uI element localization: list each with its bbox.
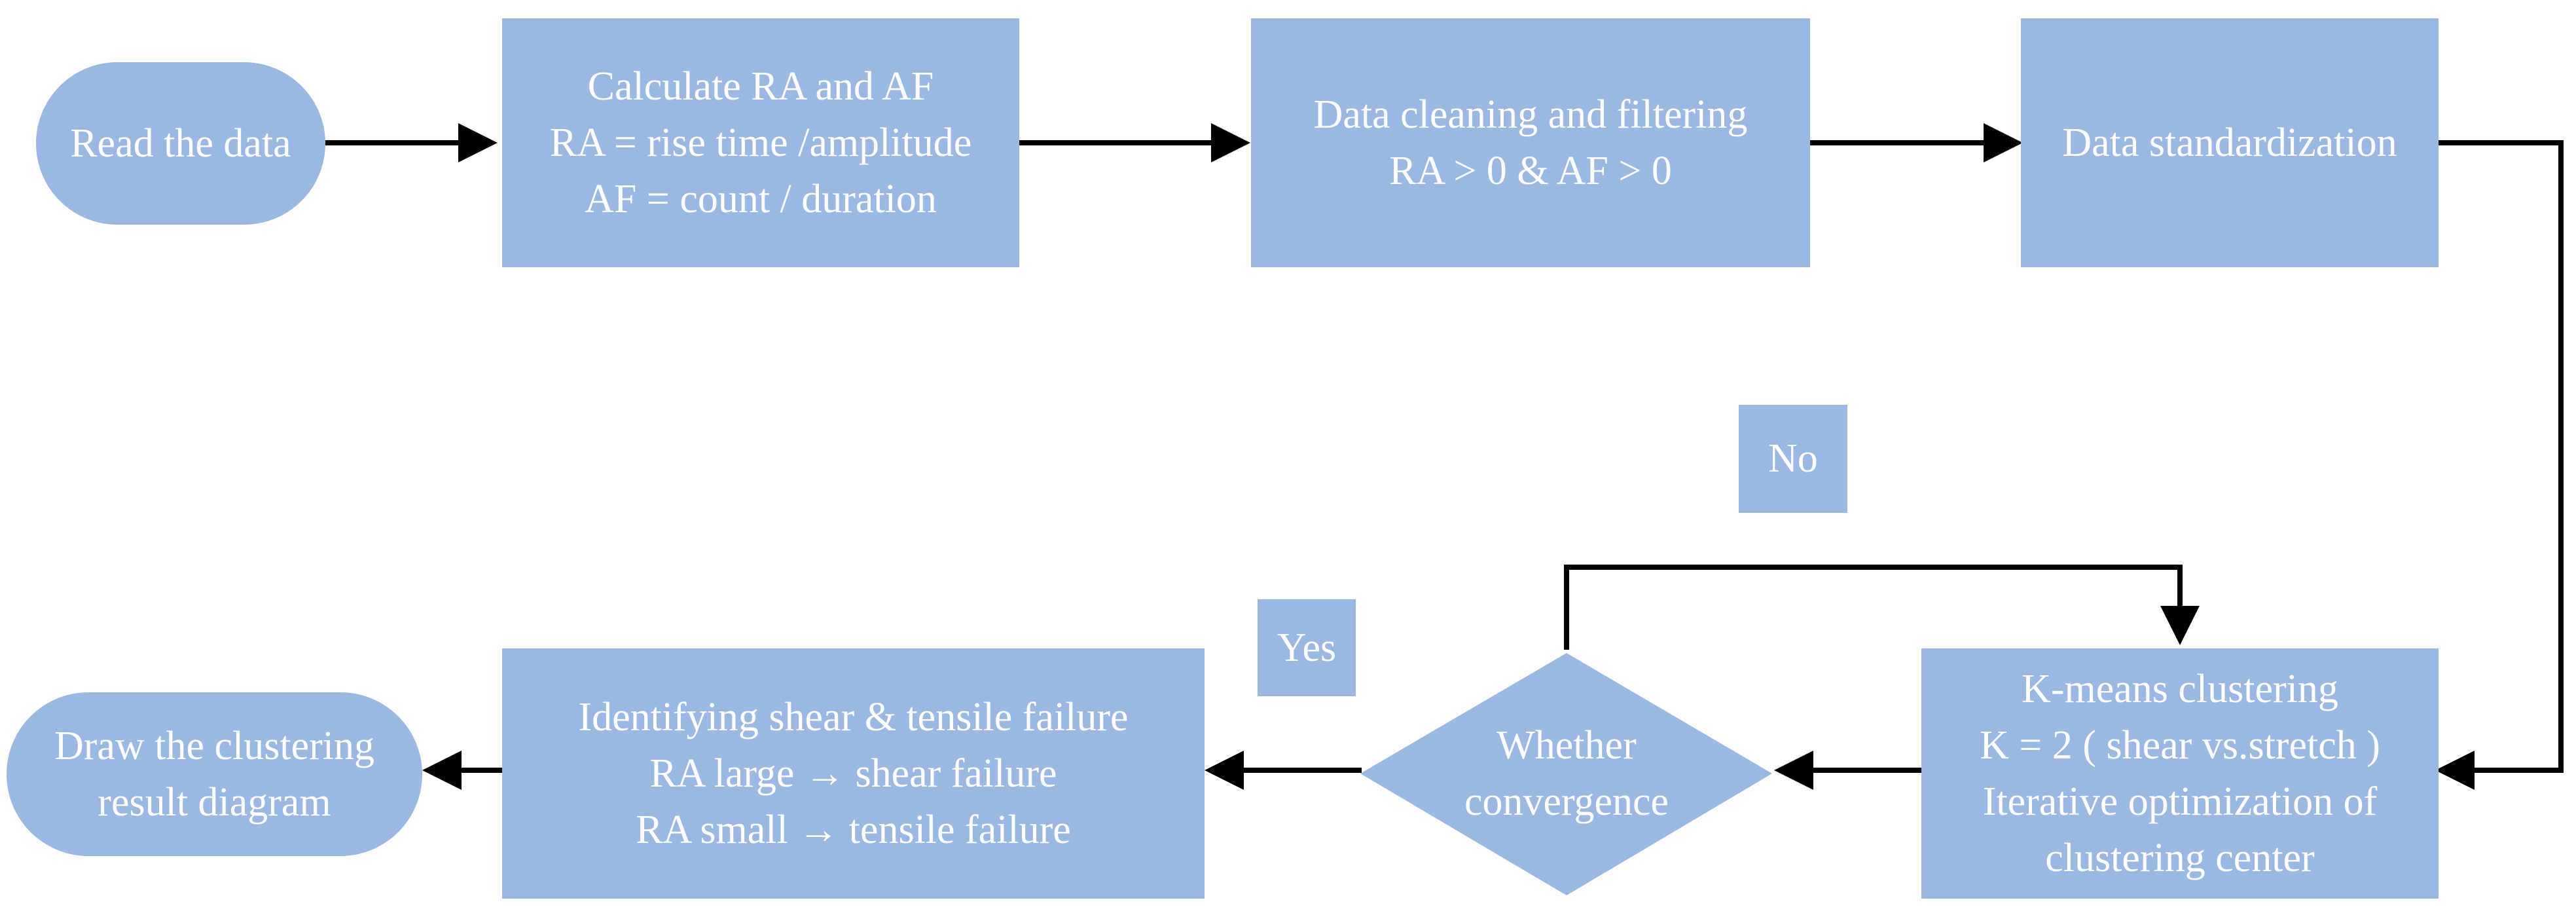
arrow-standard-to-kmeans	[2439, 140, 2564, 773]
calc-line-1: Calculate RA and AF	[587, 64, 934, 109]
identify-line-3: RA small → tensile failure	[636, 808, 1071, 852]
identify-failure-box: Identifying shear & tensile failure RA l…	[502, 648, 1205, 899]
draw-line-2: result diagram	[98, 780, 331, 825]
kmeans-clustering-box: K-means clustering K = 2 ( shear vs.stre…	[1921, 648, 2439, 899]
clean-line-1: Data cleaning and filtering	[1313, 92, 1748, 137]
no-label: No	[1739, 405, 1847, 513]
decision-diamond	[1360, 653, 1772, 895]
data-standardization-box: Data standardization	[2021, 18, 2439, 267]
start-read-data: Read the data	[36, 62, 325, 225]
kmeans-line-2: K = 2 ( shear vs.stretch )	[1980, 723, 2380, 768]
identify-line-1: Identifying shear & tensile failure	[578, 695, 1129, 739]
arrowhead-standard	[1984, 123, 2023, 162]
read-line-1: Read the data	[70, 121, 291, 166]
calculate-ra-af-box: Calculate RA and AF RA = rise time /ampl…	[502, 18, 1019, 267]
arrowhead-loop	[2160, 606, 2200, 645]
arrow-converge-loop-no	[1564, 565, 2183, 650]
arrowhead-clean	[1211, 123, 1250, 162]
end-draw-diagram: Draw the clustering result diagram	[7, 692, 422, 856]
data-cleaning-box: Data cleaning and filtering RA > 0 & AF …	[1251, 18, 1810, 267]
identify-line-2: RA large → shear failure	[649, 751, 1057, 796]
yes-label: Yes	[1258, 599, 1356, 696]
converge-line-1: Whether	[1497, 723, 1637, 768]
arrowhead-calc	[458, 123, 498, 162]
clean-line-2: RA > 0 & AF > 0	[1389, 149, 1672, 193]
kmeans-line-1: K-means clustering	[2022, 667, 2338, 711]
kmeans-line-4: clustering center	[2045, 836, 2315, 880]
arrowhead-converge	[1774, 751, 1813, 790]
arrowhead-draw	[422, 751, 462, 790]
calc-line-2: RA = rise time /amplitude	[549, 121, 972, 165]
calc-line-3: AF = count / duration	[585, 177, 937, 221]
converge-line-2: convergence	[1464, 779, 1669, 824]
draw-line-1: Draw the clustering	[54, 724, 374, 768]
convergence-decision-text: Whether convergence	[1407, 711, 1726, 836]
arrowhead-identify	[1205, 751, 1244, 790]
arrowhead-kmeans	[2435, 751, 2475, 790]
standard-line-1: Data standardization	[2062, 121, 2397, 165]
kmeans-line-3: Iterative optimization of	[1982, 779, 2378, 824]
